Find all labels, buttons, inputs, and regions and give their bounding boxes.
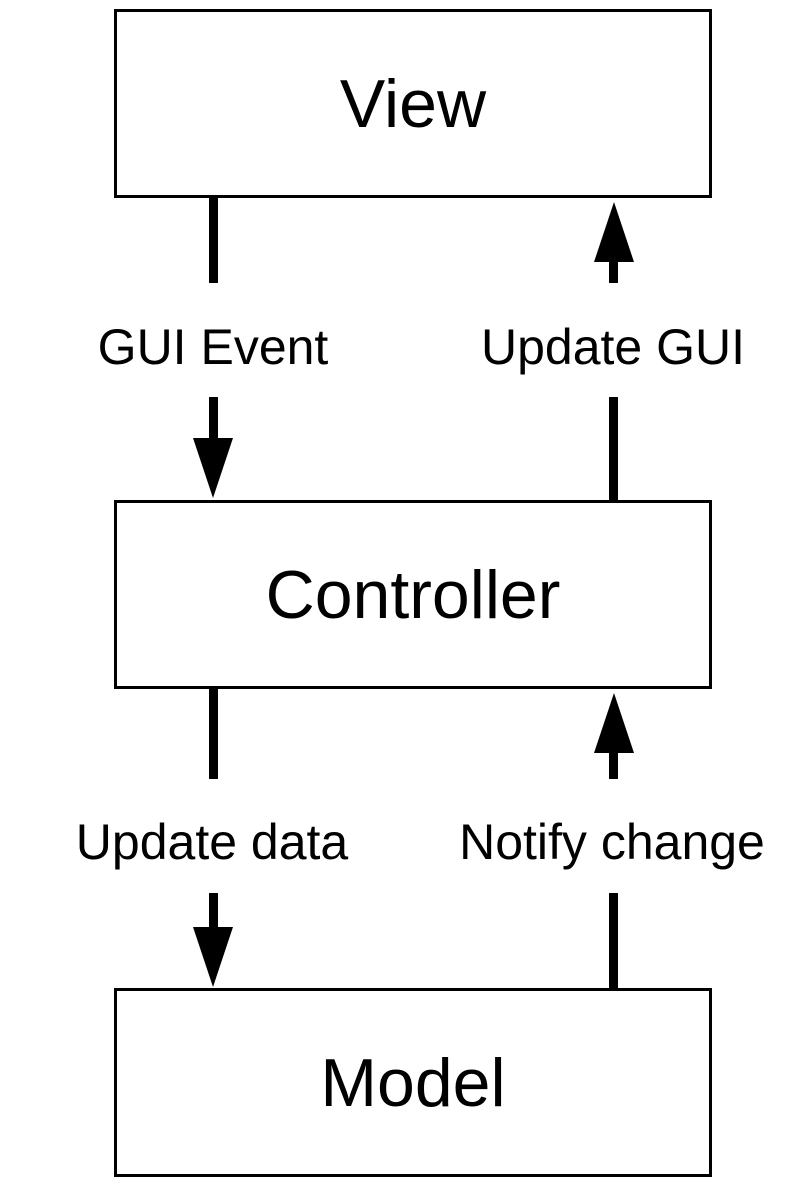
model-label: Model (320, 1044, 506, 1121)
update-gui-label: Update GUI (480, 319, 746, 375)
model-box: Model (114, 988, 712, 1177)
controller-label: Controller (265, 556, 561, 633)
gui-event-label: GUI Event (97, 319, 329, 375)
update-data-shaft-top (209, 689, 218, 779)
update-data-arrowhead (193, 927, 233, 987)
update-gui-arrowhead (594, 202, 634, 262)
update-data-label: Update data (75, 814, 349, 870)
update-gui-shaft-top (609, 260, 618, 283)
view-label: View (339, 65, 487, 142)
notify-change-shaft-bottom (609, 893, 618, 991)
gui-event-shaft-top (209, 198, 218, 283)
notify-change-arrowhead (594, 693, 634, 753)
update-gui-shaft-bottom (609, 397, 618, 502)
view-box: View (114, 9, 712, 198)
notify-change-shaft-top (609, 751, 618, 779)
notify-change-label: Notify change (459, 814, 765, 870)
gui-event-arrowhead (193, 438, 233, 498)
gui-event-shaft-bottom (209, 397, 218, 441)
controller-box: Controller (114, 500, 712, 689)
update-data-shaft-bottom (209, 893, 218, 931)
